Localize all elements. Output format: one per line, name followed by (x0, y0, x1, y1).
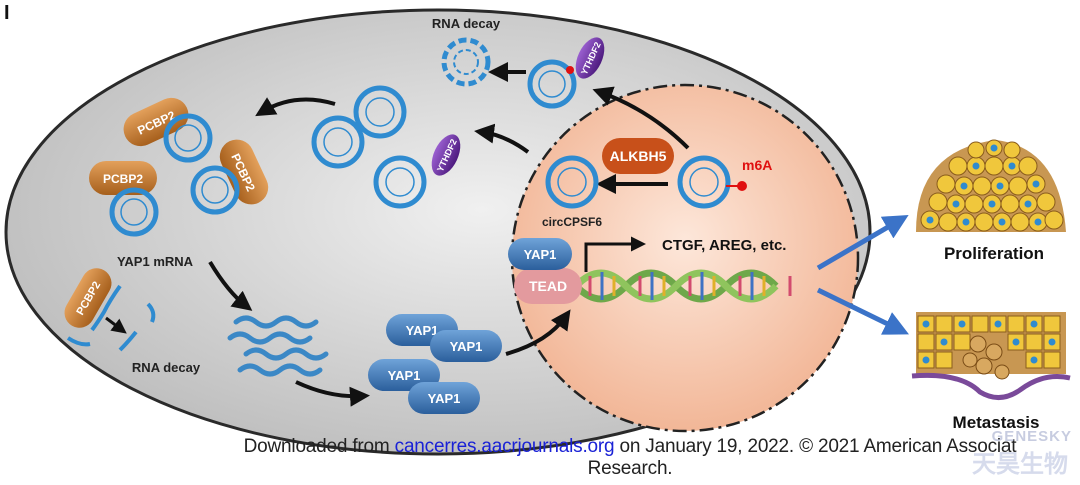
ythdf2-protein-mid: YTHDF2 (431, 134, 461, 176)
svg-text:ALKBH5: ALKBH5 (610, 148, 667, 164)
m6a-mark (737, 181, 747, 191)
svg-text:YAP1: YAP1 (524, 247, 557, 262)
yap1-mrna-label: YAP1 mRNA (117, 254, 194, 269)
circrna-ring (373, 155, 427, 209)
svg-text:TEAD: TEAD (529, 278, 567, 294)
svg-text:YAP1: YAP1 (428, 391, 461, 406)
circrna-ring (527, 59, 577, 109)
panel-letter: I (4, 2, 10, 24)
circrna-ring (109, 187, 159, 237)
yap1-protein: YAP1 (408, 382, 480, 414)
svg-text:YAP1: YAP1 (406, 323, 439, 338)
pcbp2-protein: PCBP2 (219, 139, 269, 205)
footer-line2: Research. (587, 458, 673, 479)
target-genes-label: CTGF, AREG, etc. (662, 237, 786, 254)
circrna-ring (353, 85, 407, 139)
proliferation-cell-cluster (916, 139, 1066, 232)
circcpsf6-label: circCPSF6 (542, 215, 602, 229)
svg-text:YAP1: YAP1 (450, 339, 483, 354)
watermark: GENESKY 天昊生物 (938, 428, 1078, 478)
journal-link[interactable]: cancerres.aacrjournals.org (394, 436, 615, 457)
circrna-ring (190, 165, 240, 215)
metastasis-tissue (911, 312, 1071, 400)
mrna-strands (227, 315, 329, 377)
svg-text:PCBP2: PCBP2 (103, 172, 143, 186)
mrna-strand (90, 284, 122, 332)
mrna-fragment (146, 302, 156, 323)
rna-decay-left-label: RNA decay (132, 360, 201, 375)
rna-decay-top-label: RNA decay (432, 16, 501, 31)
proliferation-label: Proliferation (944, 244, 1044, 263)
mrna-fragment (118, 330, 138, 352)
metastasis-label: Metastasis (953, 413, 1040, 432)
ythdf2-protein-top: YTHDF2 (575, 37, 605, 79)
watermark-chinese: 天昊生物 (972, 450, 1068, 478)
download-footer: Downloaded from cancerres.aacrjournals.o… (190, 436, 1070, 480)
footer-suffix: on January 19, 2022. © 2021 American Ass… (614, 436, 1017, 457)
alkbh5-protein: ALKBH5 (602, 138, 674, 174)
footer-prefix: Downloaded from (243, 436, 395, 457)
tead-protein: TEAD (514, 268, 582, 304)
yap1-protein: YAP1 (430, 330, 502, 362)
pcbp2-protein: PCBP2 (89, 161, 157, 195)
yap1-protein-nuclear: YAP1 (508, 238, 572, 270)
svg-text:YAP1: YAP1 (388, 368, 421, 383)
watermark-brand: GENESKY (991, 428, 1072, 445)
m6a-label: m6A (742, 157, 772, 173)
mrna-fragment (66, 336, 91, 347)
circcpsf6-ring (545, 155, 599, 209)
circrna-ring (163, 113, 213, 163)
m6a-circrna-ring (677, 155, 731, 209)
m6a-mark-top (566, 66, 574, 74)
circrna-ring (311, 115, 365, 169)
